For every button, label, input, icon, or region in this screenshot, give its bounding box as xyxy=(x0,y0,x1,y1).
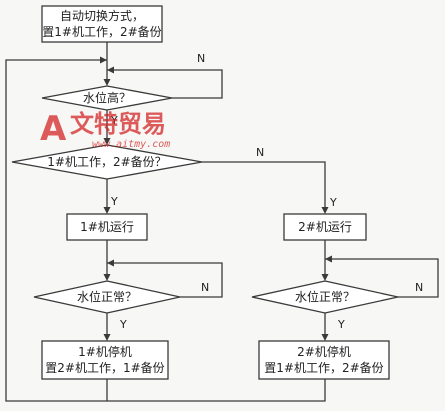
decision-level-ok-left-text: 水位正常？ xyxy=(77,289,137,304)
return-loop-line xyxy=(5,59,107,402)
decision-water-high-text: 水位高？ xyxy=(83,90,131,105)
watermark-text: 文特贸易 xyxy=(70,110,166,138)
level-right-no-loop xyxy=(325,258,439,298)
stop2-line1: 2#机停机 xyxy=(297,344,351,359)
stop2-line2: 置1#机工作，2#备份 xyxy=(264,361,383,375)
label-y-level-right: Y xyxy=(337,318,345,331)
label-n-water-high: N xyxy=(197,52,205,65)
start-box-line1: 自动切换方式， xyxy=(60,8,144,23)
watermark-logo-letter: A xyxy=(40,109,67,149)
label-y-water-high: Y xyxy=(110,114,118,127)
label-n-level-left: N xyxy=(201,281,209,294)
label-n-level-right: N xyxy=(415,281,423,294)
decision-which-machine-text: 1#机工作，2#备份？ xyxy=(47,155,166,169)
run1-text: 1#机运行 xyxy=(80,220,134,234)
level-left-no-loop xyxy=(107,262,223,298)
arrowhead-level-left-loop xyxy=(107,259,114,267)
label-y-which: Y xyxy=(110,195,118,208)
arrowhead-level-left xyxy=(103,274,111,281)
label-n-which: N xyxy=(256,146,264,159)
arrowhead-run1 xyxy=(103,207,111,214)
arrowhead-stop1 xyxy=(103,334,111,341)
watermark: A 文特贸易 www.aitmy.com xyxy=(40,109,170,150)
return-arrowhead xyxy=(100,56,107,64)
stop1-line2: 置2#机工作，1#备份 xyxy=(45,361,164,375)
arrowhead-water-high xyxy=(103,79,111,86)
arrowhead-stop2 xyxy=(321,334,329,341)
stop1-box xyxy=(41,340,169,380)
stop1-line1: 1#机停机 xyxy=(78,344,132,359)
label-y-run2: Y xyxy=(329,196,337,209)
arrowhead-run2 xyxy=(321,207,329,214)
connector-which-no xyxy=(202,161,326,212)
right-branch-return-line xyxy=(107,379,326,402)
decision-level-ok-right-text: 水位正常？ xyxy=(295,289,355,304)
water-high-no-loop xyxy=(107,69,223,99)
arrowhead-level-right xyxy=(321,274,329,281)
arrowhead-level-right-loop xyxy=(325,255,332,263)
start-box xyxy=(41,5,163,43)
arrowhead-which xyxy=(103,138,111,145)
start-box-line2: 置1#机工作，2#备份 xyxy=(42,25,161,39)
run2-text: 2#机运行 xyxy=(298,220,352,234)
stop2-box xyxy=(258,340,390,380)
watermark-url: www.aitmy.com xyxy=(92,139,170,150)
arrowhead-water-high-loop xyxy=(107,66,114,74)
label-y-level-left: Y xyxy=(119,318,127,331)
